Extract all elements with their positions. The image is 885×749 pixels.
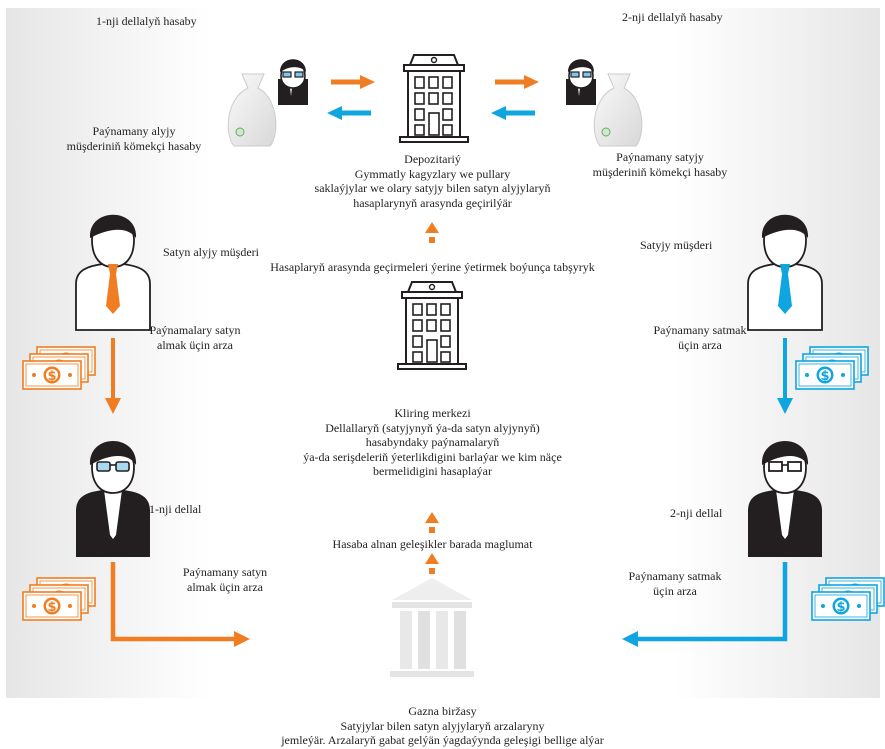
broker2-account-label: 2-nji dellalyň hasaby: [622, 10, 723, 24]
arrow-icon: [425, 512, 439, 533]
arrow-icon: [425, 553, 439, 574]
buyer-client-label: Satyn alyjy müşderi: [163, 245, 259, 259]
depository-label: Depozitariý Gymmatly kagyzlary we pullar…: [314, 152, 551, 210]
broker2-request-label: Paýnamany satmak üçin arza: [628, 569, 722, 598]
banknote-stack-icon: [812, 578, 884, 620]
depository-building-icon: [399, 54, 469, 143]
clearing-building-icon: [397, 281, 467, 370]
banknote-stack-icon: [23, 347, 95, 389]
arrow-icon: [495, 75, 539, 89]
arrow-icon: [425, 222, 439, 243]
seller-request-label: Paýnamany satmak üçin arza: [653, 323, 747, 352]
broker2-icon: [747, 440, 823, 558]
arrow-icon: [327, 106, 371, 120]
broker2-label: 2-nji dellal: [670, 506, 723, 520]
buyer-sub-account-label: Paýnamany alyjy müşderiniň kömekçi hasab…: [66, 124, 202, 153]
stock-exchange-icon: [390, 578, 474, 677]
transfer-order-label: Hasaplaryň arasynda geçirmeleri ýerine ý…: [270, 260, 595, 274]
money-bag-icon: [593, 73, 643, 147]
broker1-request-label: Paýnamany satyn almak üçin arza: [182, 565, 268, 594]
arrow-icon: [110, 562, 250, 647]
arrow-icon: [331, 75, 375, 89]
clearing-label: Kliring merkezi Dellallaryň (satyjynyň ý…: [303, 406, 562, 478]
broker-with-glasses-icon: [277, 58, 309, 106]
banknote-stack-icon: [23, 578, 95, 620]
banknote-stack-icon: [796, 347, 868, 389]
arrow-icon: [105, 338, 121, 414]
broker1-account-label: 1-nji dellalyň hasaby: [96, 14, 197, 28]
broker1-label: 1-nji dellal: [149, 502, 202, 516]
money-bag-icon: [227, 73, 277, 147]
exchange-label: Gazna biržasy Satyjylar bilen satyn alyj…: [281, 704, 604, 747]
seller-sub-account-label: Paýnamany satyjy müşderiniň kömekçi hasa…: [592, 150, 728, 179]
arrow-icon: [777, 338, 793, 414]
arrow-icon: [622, 562, 788, 647]
trades-info-label: Hasaba alnan geleşikler barada maglumat: [332, 537, 533, 551]
broker-with-glasses-icon: [565, 58, 597, 106]
arrow-icon: [491, 106, 535, 120]
seller-client-icon: [747, 213, 823, 331]
broker1-icon: [75, 440, 151, 558]
buyer-request-label: Paýnamalary satyn almak üçin arza: [149, 323, 241, 352]
seller-client-label: Satyjy müşderi: [640, 238, 713, 252]
buyer-client-icon: [75, 213, 151, 331]
